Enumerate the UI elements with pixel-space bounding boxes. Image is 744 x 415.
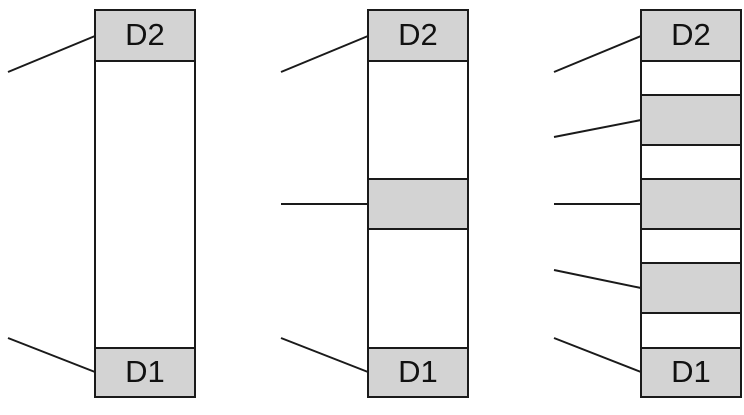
column-3: D2 D1 bbox=[553, 9, 742, 398]
column-1-bottom-label: D1 bbox=[125, 354, 165, 389]
column-2-bottom-leader bbox=[280, 337, 369, 373]
column-3-bottom-label: D1 bbox=[671, 354, 711, 389]
column-2-top-label: D2 bbox=[398, 17, 438, 52]
column-1-top-label: D2 bbox=[125, 17, 165, 52]
column-2: D2 D1 bbox=[280, 9, 469, 398]
column-3-bottom-band bbox=[641, 348, 741, 397]
column-1-outline bbox=[94, 9, 196, 398]
column-2-middle-band bbox=[368, 179, 468, 229]
column-1-top-band bbox=[95, 10, 195, 61]
column-1-top-leader bbox=[7, 35, 96, 73]
column-3-top-label: D2 bbox=[671, 17, 711, 52]
column-1-bottom-leader bbox=[7, 337, 96, 373]
column-3-inner-band-2 bbox=[641, 179, 741, 229]
column-3-top-band bbox=[641, 10, 741, 61]
column-2-top-leader bbox=[280, 35, 369, 73]
column-3-bottom-leader bbox=[553, 337, 642, 373]
column-3-inner-band-1 bbox=[641, 95, 741, 145]
column-2-bottom-band bbox=[368, 348, 468, 397]
column-3-inner-band-3 bbox=[641, 263, 741, 313]
column-3-inner-band-3-leader bbox=[553, 269, 642, 289]
column-2-bottom-label: D1 bbox=[398, 354, 438, 389]
column-1-bottom-band bbox=[95, 348, 195, 397]
column-3-top-leader bbox=[553, 35, 642, 73]
column-1: D2 D1 bbox=[7, 9, 196, 398]
column-2-top-band bbox=[368, 10, 468, 61]
column-3-inner-band-1-leader bbox=[553, 119, 642, 138]
